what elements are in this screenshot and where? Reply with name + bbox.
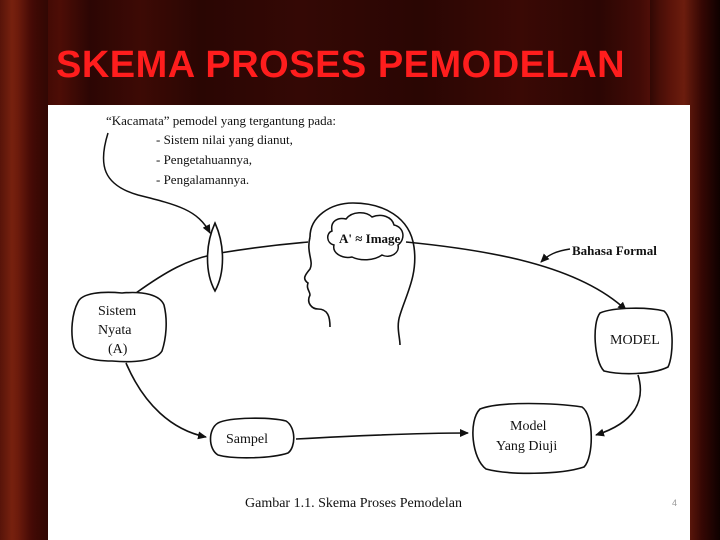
- diagram-panel: “Kacamata” pemodel yang tergantung pada:…: [48, 105, 690, 540]
- node-tested-model-line-1: Model: [510, 419, 547, 434]
- slide-title: SKEMA PROSES PEMODELAN: [56, 44, 626, 86]
- loop-lens-to-head: [219, 241, 309, 254]
- node-real-system: [71, 291, 167, 363]
- curtain-left-drape: [0, 0, 48, 540]
- formal-language-arrow: [540, 248, 571, 263]
- loop-head-to-model-arrow: [405, 241, 627, 311]
- formal-language-label: Bahasa Formal: [572, 243, 657, 258]
- node-model: [594, 307, 673, 375]
- note-item-knowledge: - Pengetahuannya,: [156, 152, 252, 167]
- sample-to-tested-model-arrow: [295, 429, 469, 440]
- model-to-tested-model-arrow: [595, 374, 642, 437]
- real-system-to-sample-arrow: [125, 362, 207, 440]
- node-real-system-line-3: (A): [108, 342, 128, 357]
- figure-caption: Gambar 1.1. Skema Proses Pemodelan: [245, 496, 462, 511]
- node-tested-model-line-2: Yang Diuji: [496, 439, 557, 454]
- loop-left-upper: [135, 254, 212, 294]
- note-item-experience: - Pengalamannya.: [156, 172, 249, 187]
- note-to-lens-arrow: [102, 132, 211, 234]
- lens-icon: [206, 221, 224, 293]
- node-sample-label: Sampel: [226, 432, 268, 447]
- node-model-label: MODEL: [610, 333, 660, 348]
- node-real-system-line-2: Nyata: [98, 323, 132, 338]
- note-item-values: - Sistem nilai yang dianut,: [156, 132, 293, 147]
- thought-cloud: [327, 212, 404, 261]
- node-sample: [209, 417, 295, 459]
- note-heading: “Kacamata” pemodel yang tergantung pada:: [106, 113, 336, 128]
- image-label: A' ≈ Image: [339, 231, 401, 246]
- head-silhouette-icon: [303, 202, 416, 346]
- node-real-system-line-1: Sistem: [98, 304, 136, 319]
- node-tested-model: [472, 402, 593, 475]
- modeling-process-diagram: “Kacamata” pemodel yang tergantung pada:…: [71, 113, 673, 511]
- slide-number: 4: [672, 498, 678, 508]
